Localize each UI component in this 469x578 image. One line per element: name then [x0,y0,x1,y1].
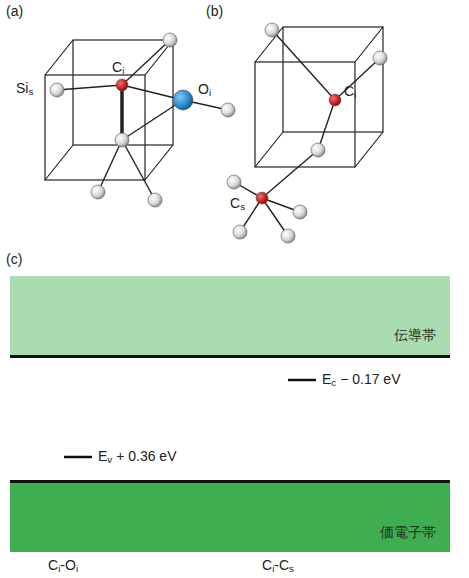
atoms-a [50,33,235,207]
bonds-b [234,30,380,236]
level-mark [288,379,316,382]
cube-a [45,40,173,180]
bonds-a [57,40,228,200]
cube-b [255,27,383,167]
atom-label: Sis [16,81,33,98]
atom-label: Cs [230,196,245,213]
energy-band: 価電子帯 [10,480,450,552]
atom-label: Oi [198,82,211,99]
atoms-b [227,23,387,243]
panel-letter: (c) [6,252,22,267]
band-label: 価電子帯 [380,524,436,542]
atom-label: Ci-Cs [262,558,294,575]
band-label: 伝導帯 [394,327,436,345]
atom-label: Ci [112,60,124,77]
panel-letter: (a) [6,4,23,19]
level-mark [64,456,92,459]
atom-label: Ev + 0.36 eV [98,449,176,466]
panel-letter: (b) [206,4,223,19]
atom-label: Ci-Oi [48,558,78,575]
atom-label: Ci [344,84,356,101]
energy-band: 伝導帯 [10,276,450,358]
atom-label: Ec − 0.17 eV [322,372,400,389]
